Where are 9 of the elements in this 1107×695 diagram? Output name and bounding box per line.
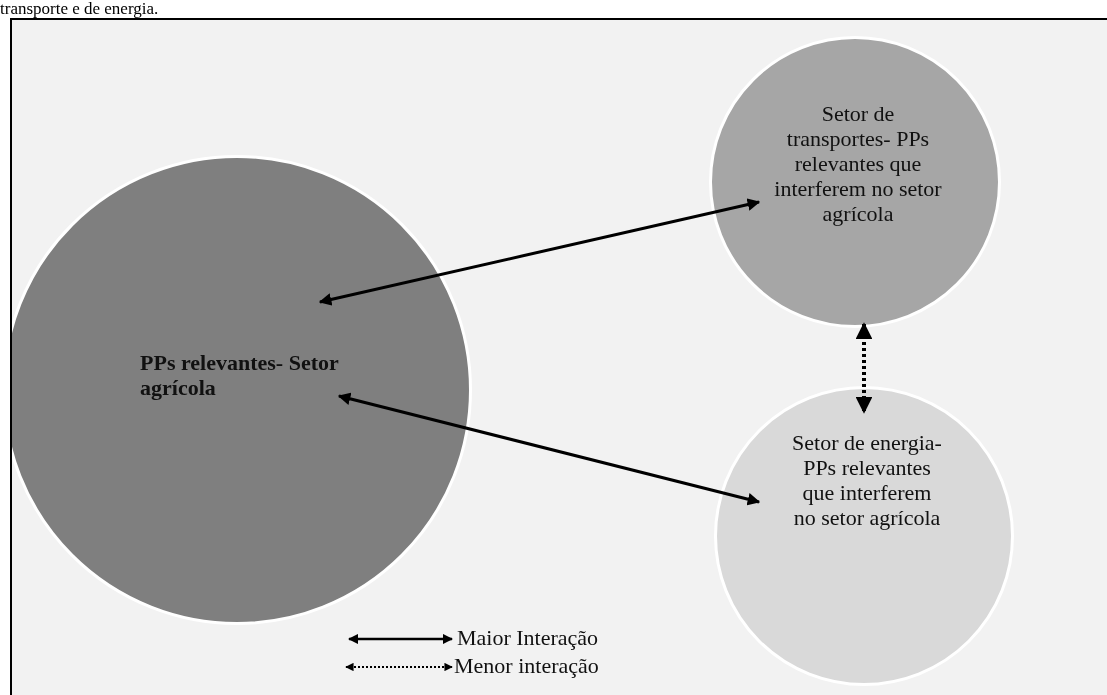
node-label: Setor de transportes- PPs relevantes que interferem no setor agrícola — [773, 101, 943, 226]
arrow — [337, 392, 761, 506]
legend-label: Maior Interação — [457, 625, 599, 651]
node-label: PPs relevantes- Setor agrícola — [140, 350, 340, 400]
caption-text: transporte e de energia. — [0, 0, 159, 17]
legend-label: Menor interação — [454, 653, 599, 679]
arrow — [855, 322, 873, 414]
arrow — [318, 198, 761, 306]
node-label: Setor de energia- PPs relevantes que interferem no setor agrícola — [791, 430, 943, 530]
